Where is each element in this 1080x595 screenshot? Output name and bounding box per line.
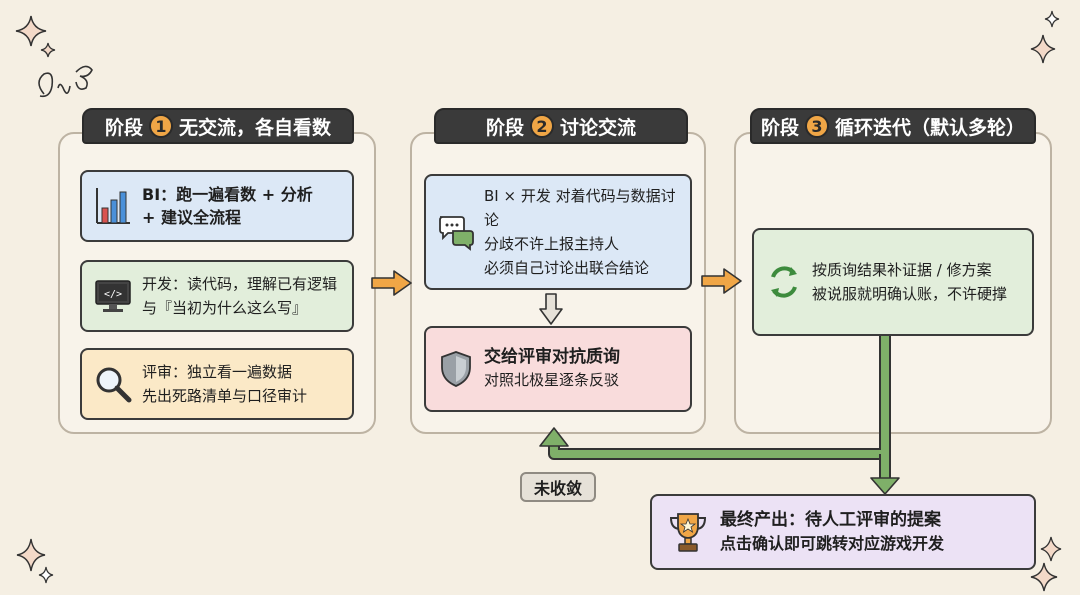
chat-bubbles-icon — [436, 213, 476, 251]
bi-card-line2: + 建议全流程 — [142, 208, 241, 227]
discussion-line2: 分歧不许上报主持人 — [484, 235, 620, 253]
arrow-down-icon — [539, 293, 563, 325]
final-output-card: 最终产出：待人工评审的提案 点击确认即可跳转对应游戏开发 — [650, 494, 1036, 570]
doodle-icon — [38, 65, 93, 98]
stage-label: 阶段 — [485, 116, 524, 139]
iteration-line2: 被说服就明确认账，不许硬撑 — [812, 285, 1008, 303]
sparkle-icon — [1044, 10, 1060, 28]
dev-card-line2: 与『当初为什么这么写』 — [142, 299, 308, 317]
sparkle-icon — [1040, 536, 1062, 562]
iteration-line1: 按质询结果补证据 / 修方案 — [812, 261, 992, 279]
dev-card: </> 开发：读代码，理解已有逻辑 与『当初为什么这么写』 — [80, 260, 354, 332]
discussion-card: BI × 开发 对着代码与数据讨论 分歧不许上报主持人 必须自己讨论出联合结论 — [424, 174, 692, 290]
review-card-line1: 评审：独立看一遍数据 — [142, 363, 293, 381]
stage-number-badge: 1 — [149, 114, 173, 138]
not-converged-tag: 未收敛 — [520, 472, 596, 502]
arrow-right-icon — [371, 270, 412, 296]
bi-card: BI：跑一遍看数 + 分析 + 建议全流程 — [80, 170, 354, 242]
sparkle-icon — [16, 538, 46, 572]
sparkle-icon — [15, 15, 47, 47]
stage-label: 阶段 — [760, 116, 799, 139]
adversarial-line1: 交给评审对抗质询 — [484, 347, 620, 367]
magnifier-icon — [92, 365, 134, 403]
monitor-code-icon: </> — [92, 278, 134, 314]
stage-title: 无交流，各自看数 — [179, 116, 332, 139]
stage-label: 阶段 — [104, 116, 143, 139]
stage-number-badge: 3 — [805, 114, 829, 138]
bi-card-line1: BI：跑一遍看数 + 分析 — [142, 185, 313, 204]
review-card-line2: 先出死路清单与口径审计 — [142, 387, 308, 405]
trophy-icon — [666, 510, 710, 554]
discussion-line1: BI × 开发 对着代码与数据讨论 — [484, 187, 676, 229]
adversarial-line2: 对照北极星逐条反驳 — [484, 371, 620, 389]
stage-title: 讨论交流 — [560, 116, 637, 139]
review-card: 评审：独立看一遍数据 先出死路清单与口径审计 — [80, 348, 354, 420]
stage-2-header: 阶段 2 讨论交流 — [434, 108, 688, 144]
stage-1-header: 阶段 1 无交流，各自看数 — [82, 108, 354, 144]
bar-chart-icon — [92, 186, 134, 226]
iteration-card: 按质询结果补证据 / 修方案 被说服就明确认账，不许硬撑 — [752, 228, 1034, 336]
discussion-line3: 必须自己讨论出联合结论 — [484, 259, 650, 277]
final-output-line1: 最终产出：待人工评审的提案 — [720, 510, 941, 530]
recycle-arrows-icon — [764, 263, 804, 301]
final-output-line2: 点击确认即可跳转对应游戏开发 — [720, 534, 945, 553]
stage-3-header: 阶段 3 循环迭代（默认多轮） — [750, 108, 1036, 144]
adversarial-card: 交给评审对抗质询 对照北极星逐条反驳 — [424, 326, 692, 412]
stage-title: 循环迭代（默认多轮） — [835, 116, 1026, 139]
sparkle-icon — [38, 566, 54, 584]
svg-text:</>: </> — [104, 289, 122, 300]
sparkle-icon — [1030, 34, 1056, 64]
stage-number-badge: 2 — [530, 114, 554, 138]
sparkle-icon — [1030, 562, 1058, 592]
arrow-right-icon — [701, 268, 742, 294]
loop-back-connector — [539, 336, 900, 495]
shield-icon — [436, 350, 476, 388]
sparkle-icon — [40, 42, 56, 58]
dev-card-line1: 开发：读代码，理解已有逻辑 — [142, 275, 338, 293]
